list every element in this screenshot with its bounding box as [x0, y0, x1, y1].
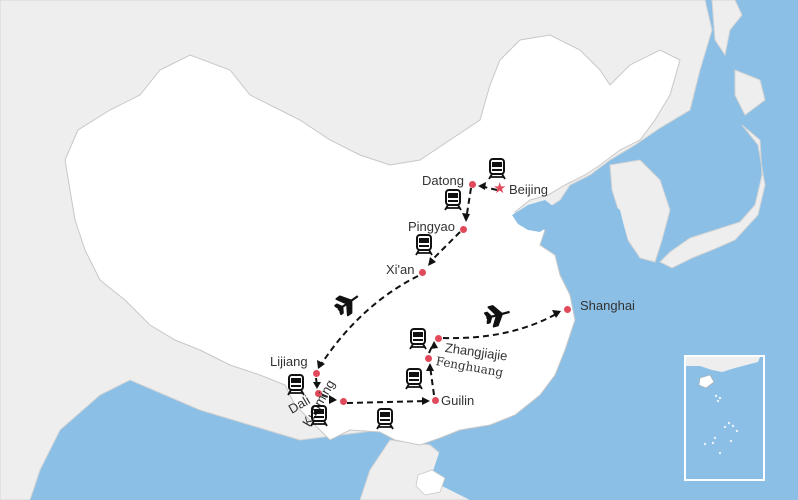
city-dot-guilin[interactable] — [431, 396, 439, 404]
city-dot-zhangjiajie[interactable] — [434, 334, 442, 342]
city-dot-fenghuang[interactable] — [424, 354, 432, 362]
label-xian: Xi'an — [386, 262, 415, 277]
bohai-sea — [512, 200, 558, 232]
label-lijiang: Lijiang — [270, 354, 308, 369]
label-shanghai: Shanghai — [580, 298, 635, 313]
beijing-star-icon[interactable]: ★ — [493, 180, 507, 197]
train-icon — [488, 158, 506, 180]
city-dot-dali[interactable] — [314, 389, 322, 397]
train-icon — [376, 408, 394, 430]
train-icon — [415, 234, 433, 256]
route-arrowheads — [313, 182, 561, 405]
city-dot-shanghai[interactable] — [563, 305, 571, 313]
label-datong: Datong — [422, 173, 464, 188]
train-icon — [310, 405, 328, 427]
city-dot-kunming[interactable] — [339, 397, 347, 405]
route-lines — [315, 185, 559, 404]
train-icon — [287, 374, 305, 396]
china-seas — [430, 0, 798, 500]
train-icon — [405, 368, 423, 390]
south-china-sea-inset — [684, 355, 765, 481]
label-pingyao: Pingyao — [408, 219, 455, 234]
china-land — [64, 34, 681, 446]
hainan — [415, 469, 446, 496]
city-dot-lijiang[interactable] — [312, 369, 320, 377]
bay-of-bengal — [30, 405, 228, 500]
city-dot-xian[interactable] — [418, 268, 426, 276]
train-icon — [444, 189, 462, 211]
label-guilin: Guilin — [441, 393, 475, 408]
plane-icon — [334, 295, 359, 317]
train-icon — [409, 328, 427, 350]
city-dot-datong[interactable] — [468, 180, 476, 188]
plane-icon — [484, 305, 510, 328]
label-beijing: Beijing — [509, 182, 549, 197]
city-dot-pingyao[interactable] — [459, 225, 467, 233]
